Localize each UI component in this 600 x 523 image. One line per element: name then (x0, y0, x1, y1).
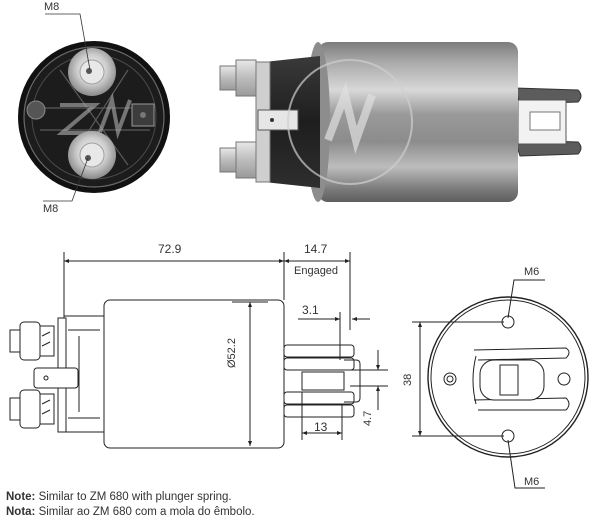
dim-body-length: 72.9 (158, 242, 182, 256)
end-cap-photo (18, 41, 170, 193)
label-m6-top: M6 (524, 266, 540, 278)
end-drawing (412, 279, 589, 489)
note-pt-label: Nota: (6, 506, 36, 518)
dim-plunger-travel: 14.7 (304, 242, 328, 256)
dim-travel-note: Engaged (294, 265, 339, 277)
dim-slot-width: 4.7 (362, 410, 374, 426)
solenoid-can (318, 42, 518, 202)
label-m6-bottom: M6 (524, 476, 540, 488)
label-m8-top: M8 (44, 1, 60, 13)
dim-hole-spacing: 38 (402, 373, 414, 386)
leader-m8-bottom (43, 157, 89, 202)
note-pt-text: Similar ao ZM 680 com a mola do êmbolo. (35, 506, 255, 518)
note-en-label: Note: (6, 491, 36, 503)
dim-plunger-length: 13 (314, 420, 328, 434)
label-m8-bottom: M8 (43, 203, 59, 215)
side-view-photo (219, 42, 582, 202)
note-en-text: Similar to ZM 680 with plunger spring. (35, 491, 232, 503)
dim-body-diameter: Ø52.2 (226, 338, 238, 368)
side-drawing (9, 252, 388, 449)
note-pt: Nota: Similar ao ZM 680 com a mola do êm… (6, 505, 255, 520)
notes: Note: Similar to ZM 680 with plunger spr… (6, 490, 255, 520)
dim-slot-offset: 3.1 (302, 303, 319, 317)
leader-m8-top (45, 13, 91, 71)
note-en: Note: Similar to ZM 680 with plunger spr… (6, 490, 255, 505)
